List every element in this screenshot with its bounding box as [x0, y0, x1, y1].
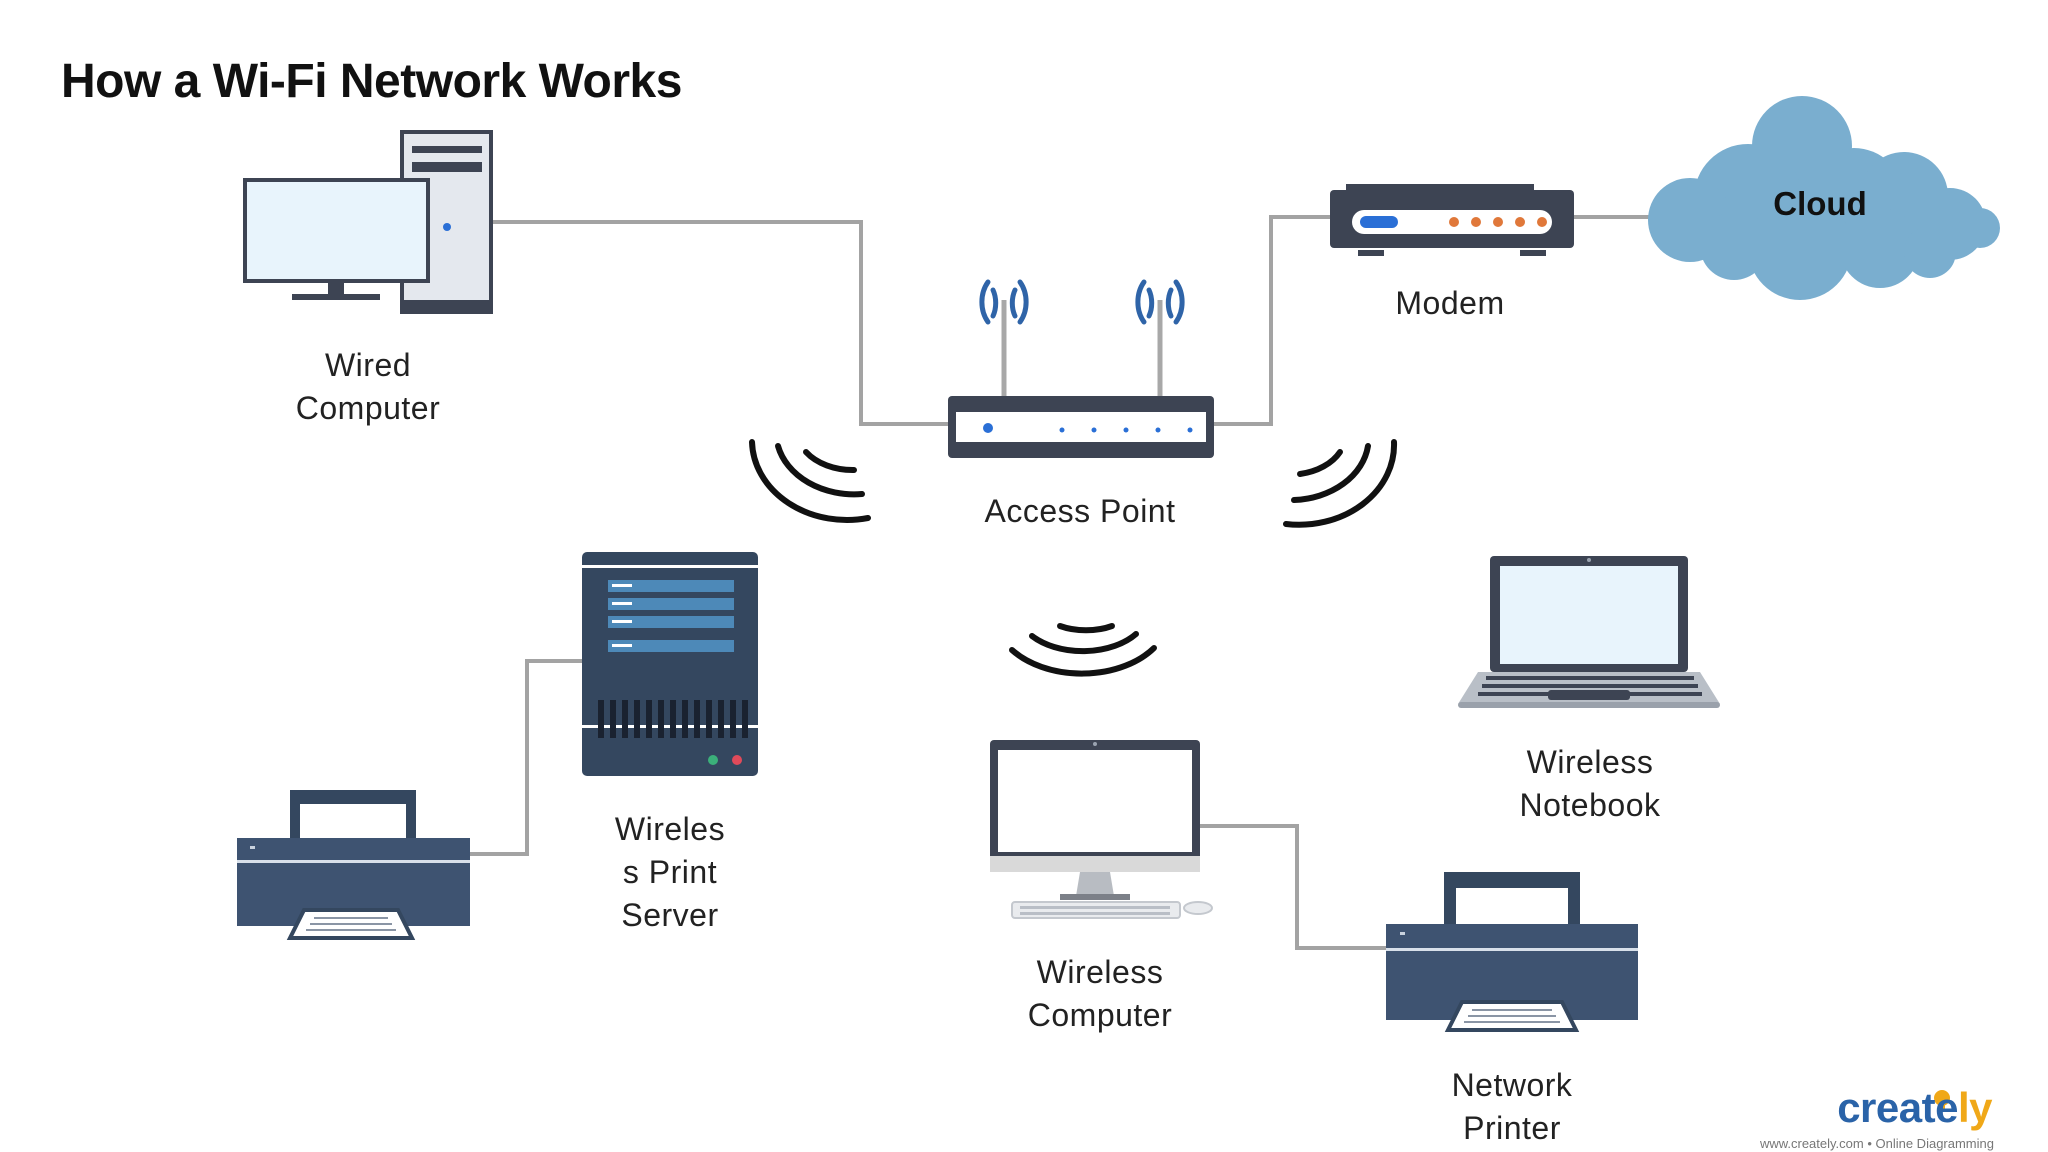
label-modem: Modem [1395, 285, 1505, 321]
label-access-point: Access Point [984, 493, 1176, 529]
cloud-icon [1648, 96, 2000, 300]
link-wireless-computer-network-printer [1196, 824, 1386, 950]
printer-icon [237, 790, 470, 940]
lightbulb-icon [1934, 1090, 1950, 1111]
modem-icon [1330, 184, 1574, 256]
label-cloud: Cloud [1773, 185, 1867, 222]
label-wireless-print-server: Wireles s Print Server [614, 811, 726, 933]
logo-tagline: www.creately.com • Online Diagramming [1759, 1136, 1994, 1151]
printer-icon [1386, 872, 1638, 1032]
wifi-waves-icon [749, 439, 1398, 677]
label-wireless-notebook: Wireless Notebook [1519, 744, 1661, 823]
antenna-signal-icon [979, 279, 1185, 325]
desktop-tower-icon [243, 130, 493, 314]
label-network-printer: Network Printer [1451, 1067, 1573, 1146]
monitor-icon [990, 740, 1213, 919]
logo-wordmark: creately [1837, 1084, 1992, 1131]
wireless-router-icon [948, 300, 1214, 458]
page-title: How a Wi-Fi Network Works [61, 55, 682, 108]
link-access-point-modem [1214, 215, 1330, 426]
link-wired-computer-access-point [492, 220, 948, 426]
server-icon [582, 552, 758, 776]
laptop-icon [1458, 556, 1720, 708]
link-printer-print-server [470, 659, 582, 856]
label-wireless-computer: Wireless Computer [1027, 954, 1173, 1033]
label-wired-computer: Wired Computer [295, 347, 441, 426]
connectors [470, 215, 1650, 950]
